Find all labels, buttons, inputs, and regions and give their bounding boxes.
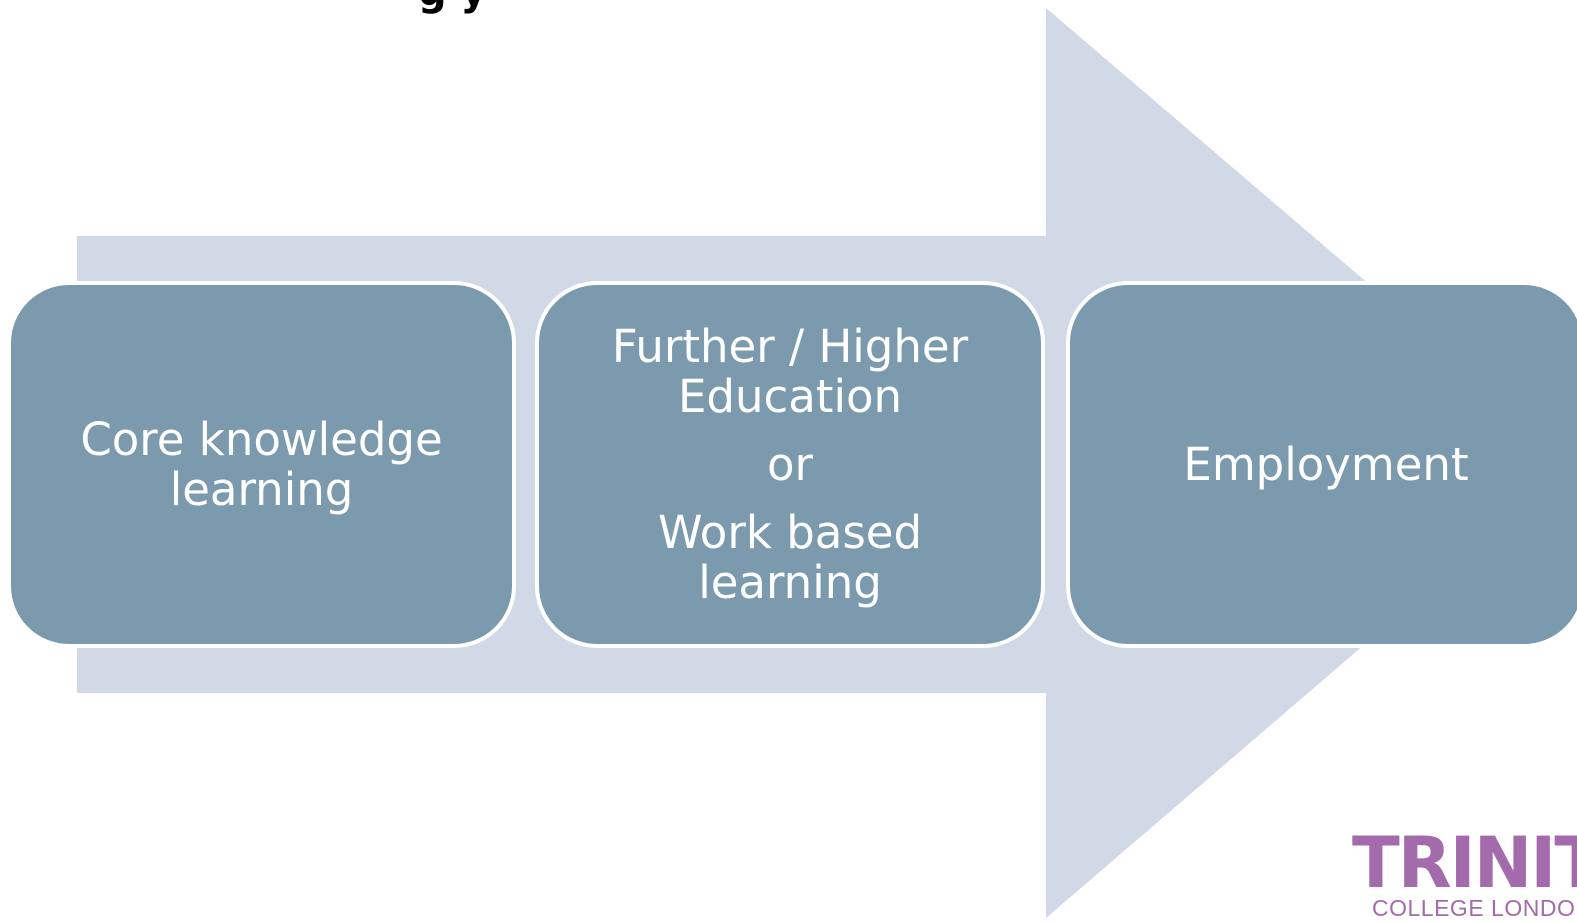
step-2-line-4: learning	[698, 555, 882, 609]
step-core-knowledge: Core knowledge learning	[7, 281, 516, 648]
logo-wordmark: TRINIT	[1352, 822, 1577, 904]
step-employment: Employment	[1066, 281, 1577, 648]
step-1-line-1: Core knowledge	[80, 412, 443, 466]
trinity-logo: TRINIT COLLEGE LONDO	[1352, 828, 1577, 923]
slide-title-fragment: g y	[418, 0, 487, 12]
step-2-connector: or	[766, 437, 814, 491]
step-further-education: Further / Higher Education or Work based…	[535, 281, 1045, 648]
logo-subtitle: COLLEGE LONDO	[1372, 895, 1576, 921]
step-2-line-1: Further / Higher	[611, 319, 969, 373]
step-1-line-2: learning	[169, 462, 354, 516]
step-2-line-3: Work based	[657, 505, 923, 559]
step-2-line-2: Education	[677, 369, 903, 423]
step-3-line-1: Employment	[1183, 437, 1469, 491]
